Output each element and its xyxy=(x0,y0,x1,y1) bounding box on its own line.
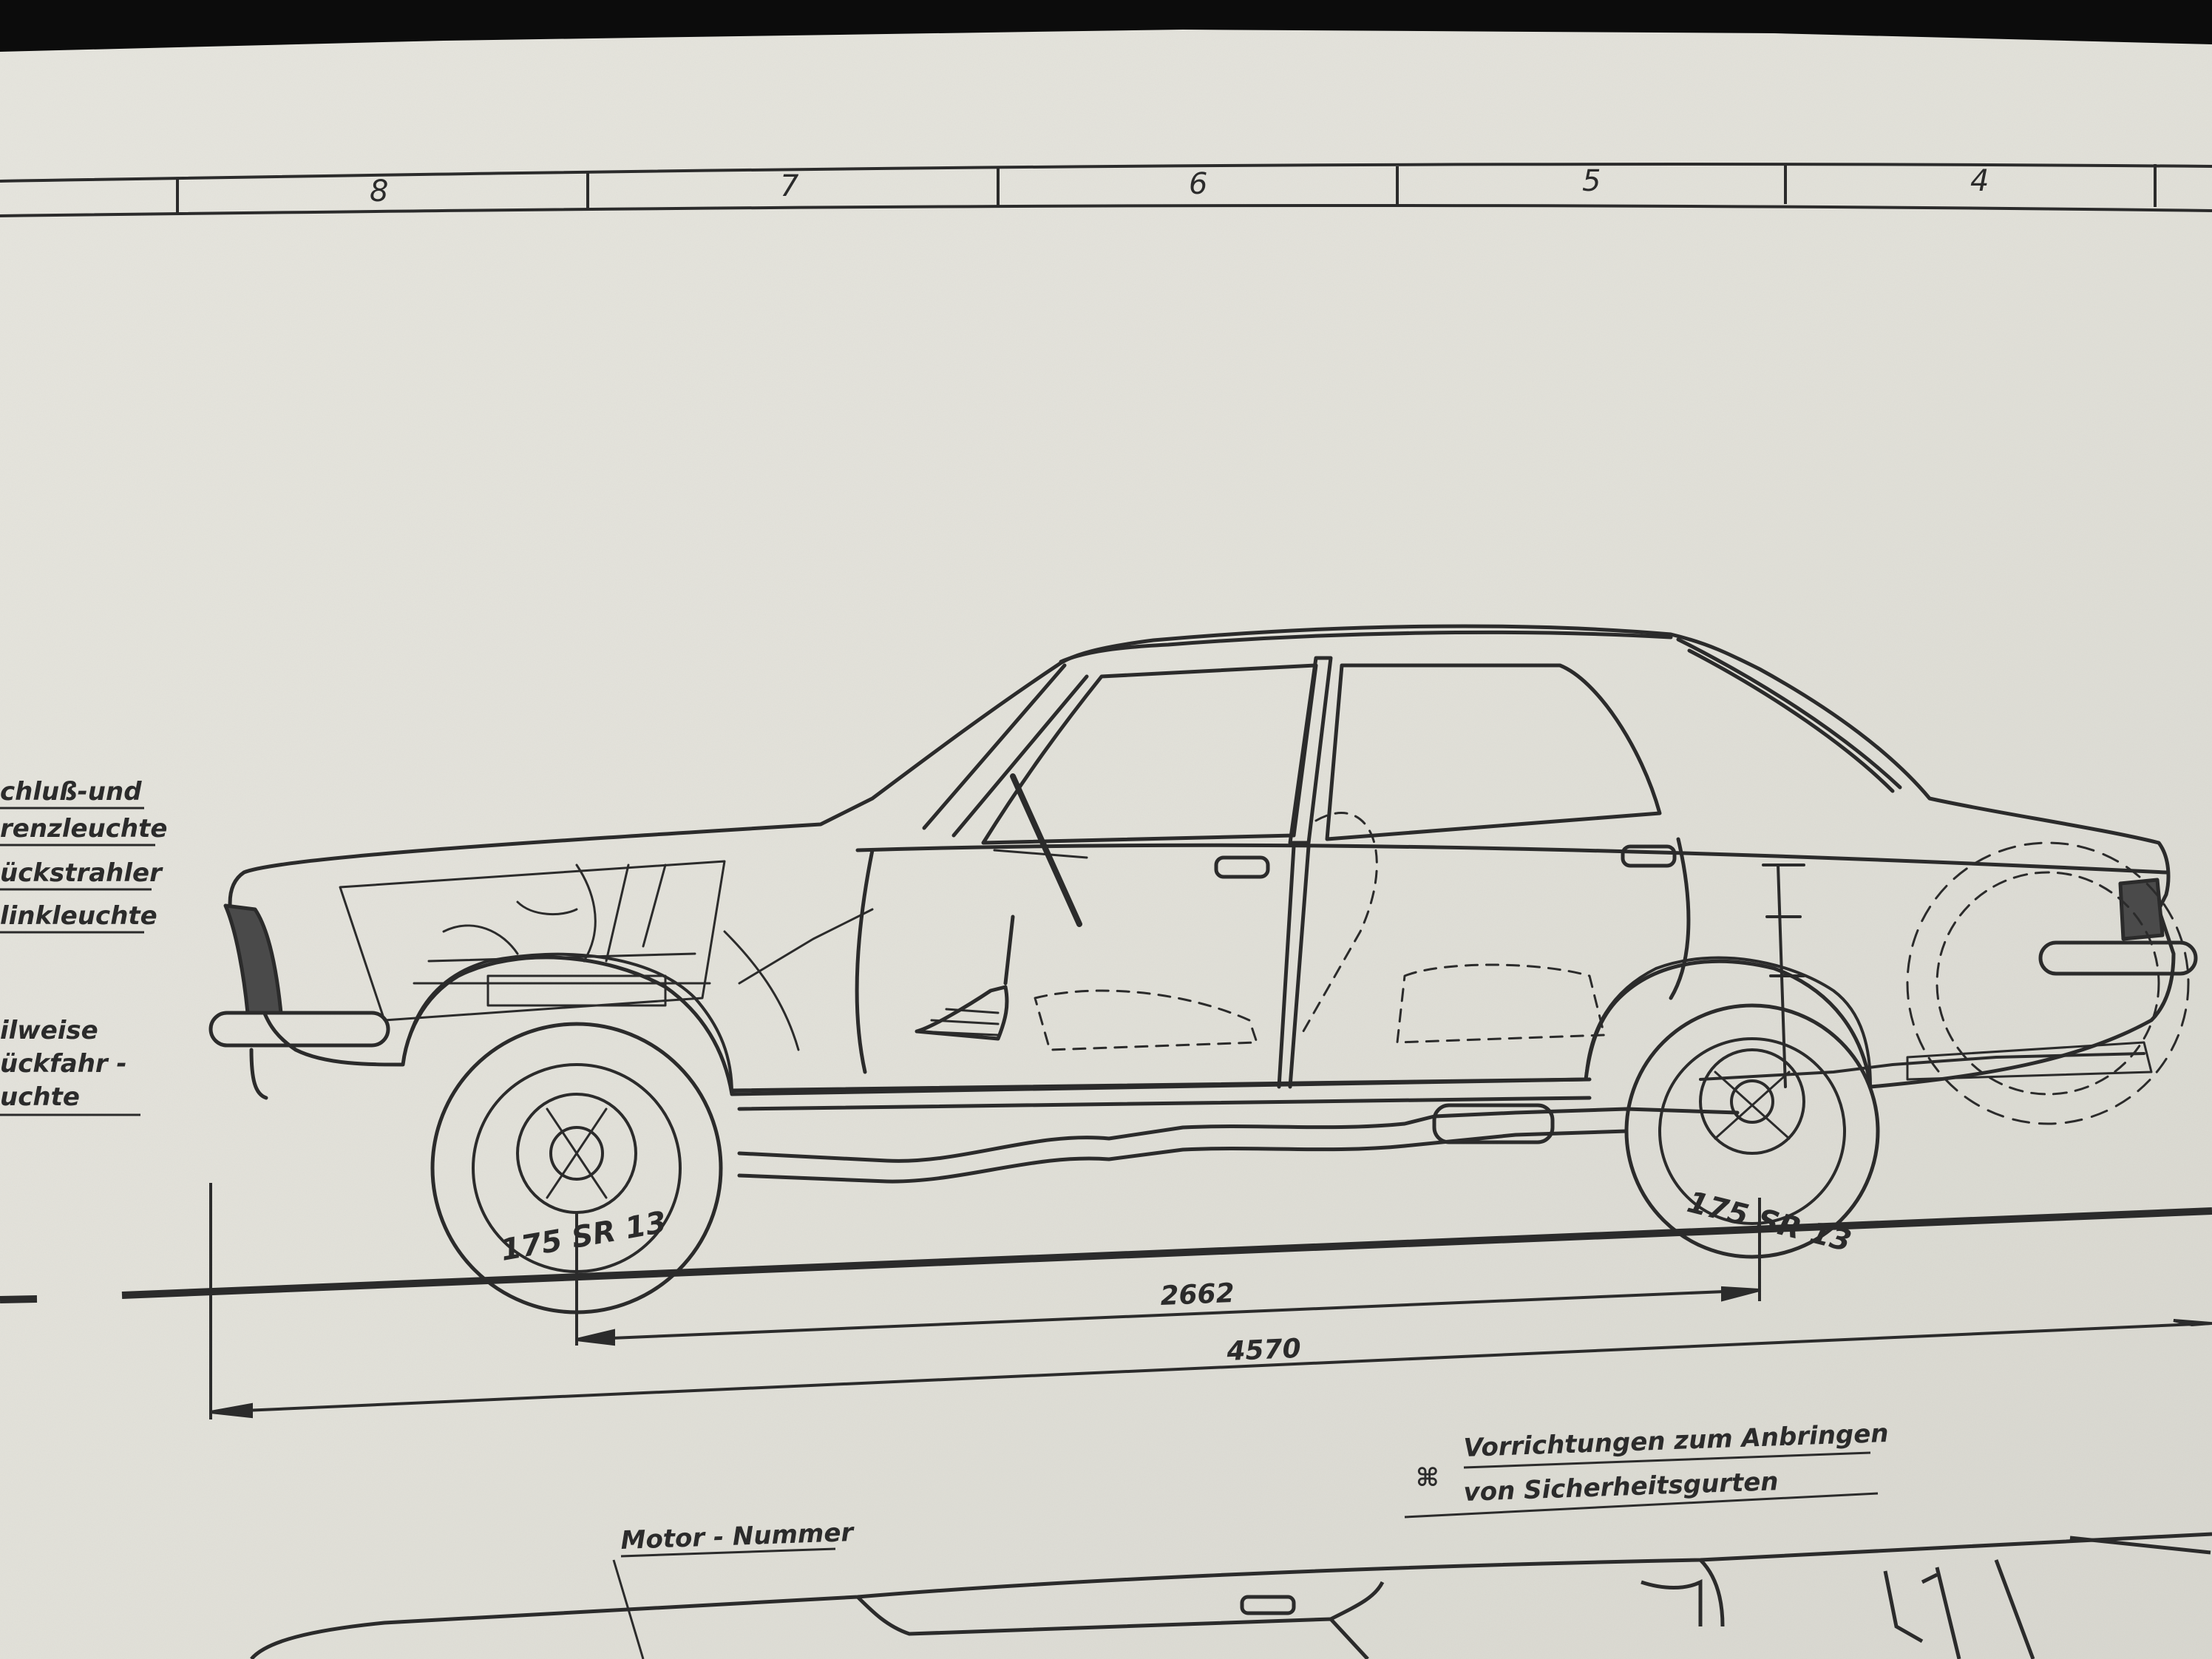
label-partial: ilweise xyxy=(0,1016,98,1045)
exhaust-pipe xyxy=(737,1107,1740,1163)
note-mark-icon: ⌘ xyxy=(1416,1463,1439,1493)
rear-bumper xyxy=(2038,940,2198,976)
rear-axle xyxy=(1699,1052,2145,1081)
tail-lamp xyxy=(2118,878,2165,941)
headlamp xyxy=(223,903,283,1015)
label-reflector: ückstrahler xyxy=(0,858,163,888)
label-light-3: uchte xyxy=(0,1082,80,1112)
grid-numbers: 8 7 6 5 4 xyxy=(370,164,1989,208)
car-drawing xyxy=(208,624,2198,1314)
ground-line xyxy=(0,1207,2212,1303)
rear-wheel-arch xyxy=(1584,956,1872,1088)
b-pillar xyxy=(1288,656,1333,845)
bottom-partial-drawing xyxy=(250,1532,2212,1659)
overall-length-dimension: 4570 xyxy=(1226,1334,1302,1367)
front-door-handle xyxy=(1214,855,1270,879)
rear-shock xyxy=(1762,864,1805,1088)
label-reverse: ückfahr - xyxy=(0,1049,127,1079)
label-light-1: chluß-und xyxy=(0,777,142,807)
sill-line xyxy=(730,1077,1592,1111)
grid-number: 8 xyxy=(370,174,388,208)
left-labels: chluß-und renzleuchte ückstrahler linkle… xyxy=(0,777,167,1116)
windshield xyxy=(922,663,1089,838)
label-light-2: renzleuchte xyxy=(0,814,167,844)
steering-column xyxy=(1010,773,1082,927)
belt-line xyxy=(855,843,2168,875)
grid-number: 5 xyxy=(1582,164,1601,198)
front-door-window xyxy=(981,663,1318,845)
rear-window xyxy=(1676,637,1902,790)
note-underlines xyxy=(1404,1451,1879,1519)
rear-door-window xyxy=(1325,663,1662,841)
front-seat xyxy=(1034,989,1258,1051)
label-indicator: linkleuchte xyxy=(0,901,157,931)
grid-number: 7 xyxy=(780,169,799,203)
rear-door-handle xyxy=(1621,844,1677,868)
front-door xyxy=(855,844,1296,1089)
grid-number: 4 xyxy=(1970,164,1989,198)
grid-number: 6 xyxy=(1189,167,1207,201)
rear-wheel xyxy=(1624,1003,1880,1259)
grid-strip xyxy=(0,162,2212,217)
front-wheel-arch xyxy=(401,952,733,1096)
muffler xyxy=(1432,1103,1555,1144)
roof-line xyxy=(1059,630,1673,664)
engine-bay xyxy=(339,860,874,1051)
dimension-lines xyxy=(209,1183,2212,1419)
spare-tire xyxy=(1906,841,2190,1125)
front-bumper xyxy=(208,1011,390,1048)
rear-door xyxy=(1288,837,1691,1089)
wheelbase-dimension: 2662 xyxy=(1160,1278,1235,1312)
fuel-tank xyxy=(1396,963,1606,1044)
